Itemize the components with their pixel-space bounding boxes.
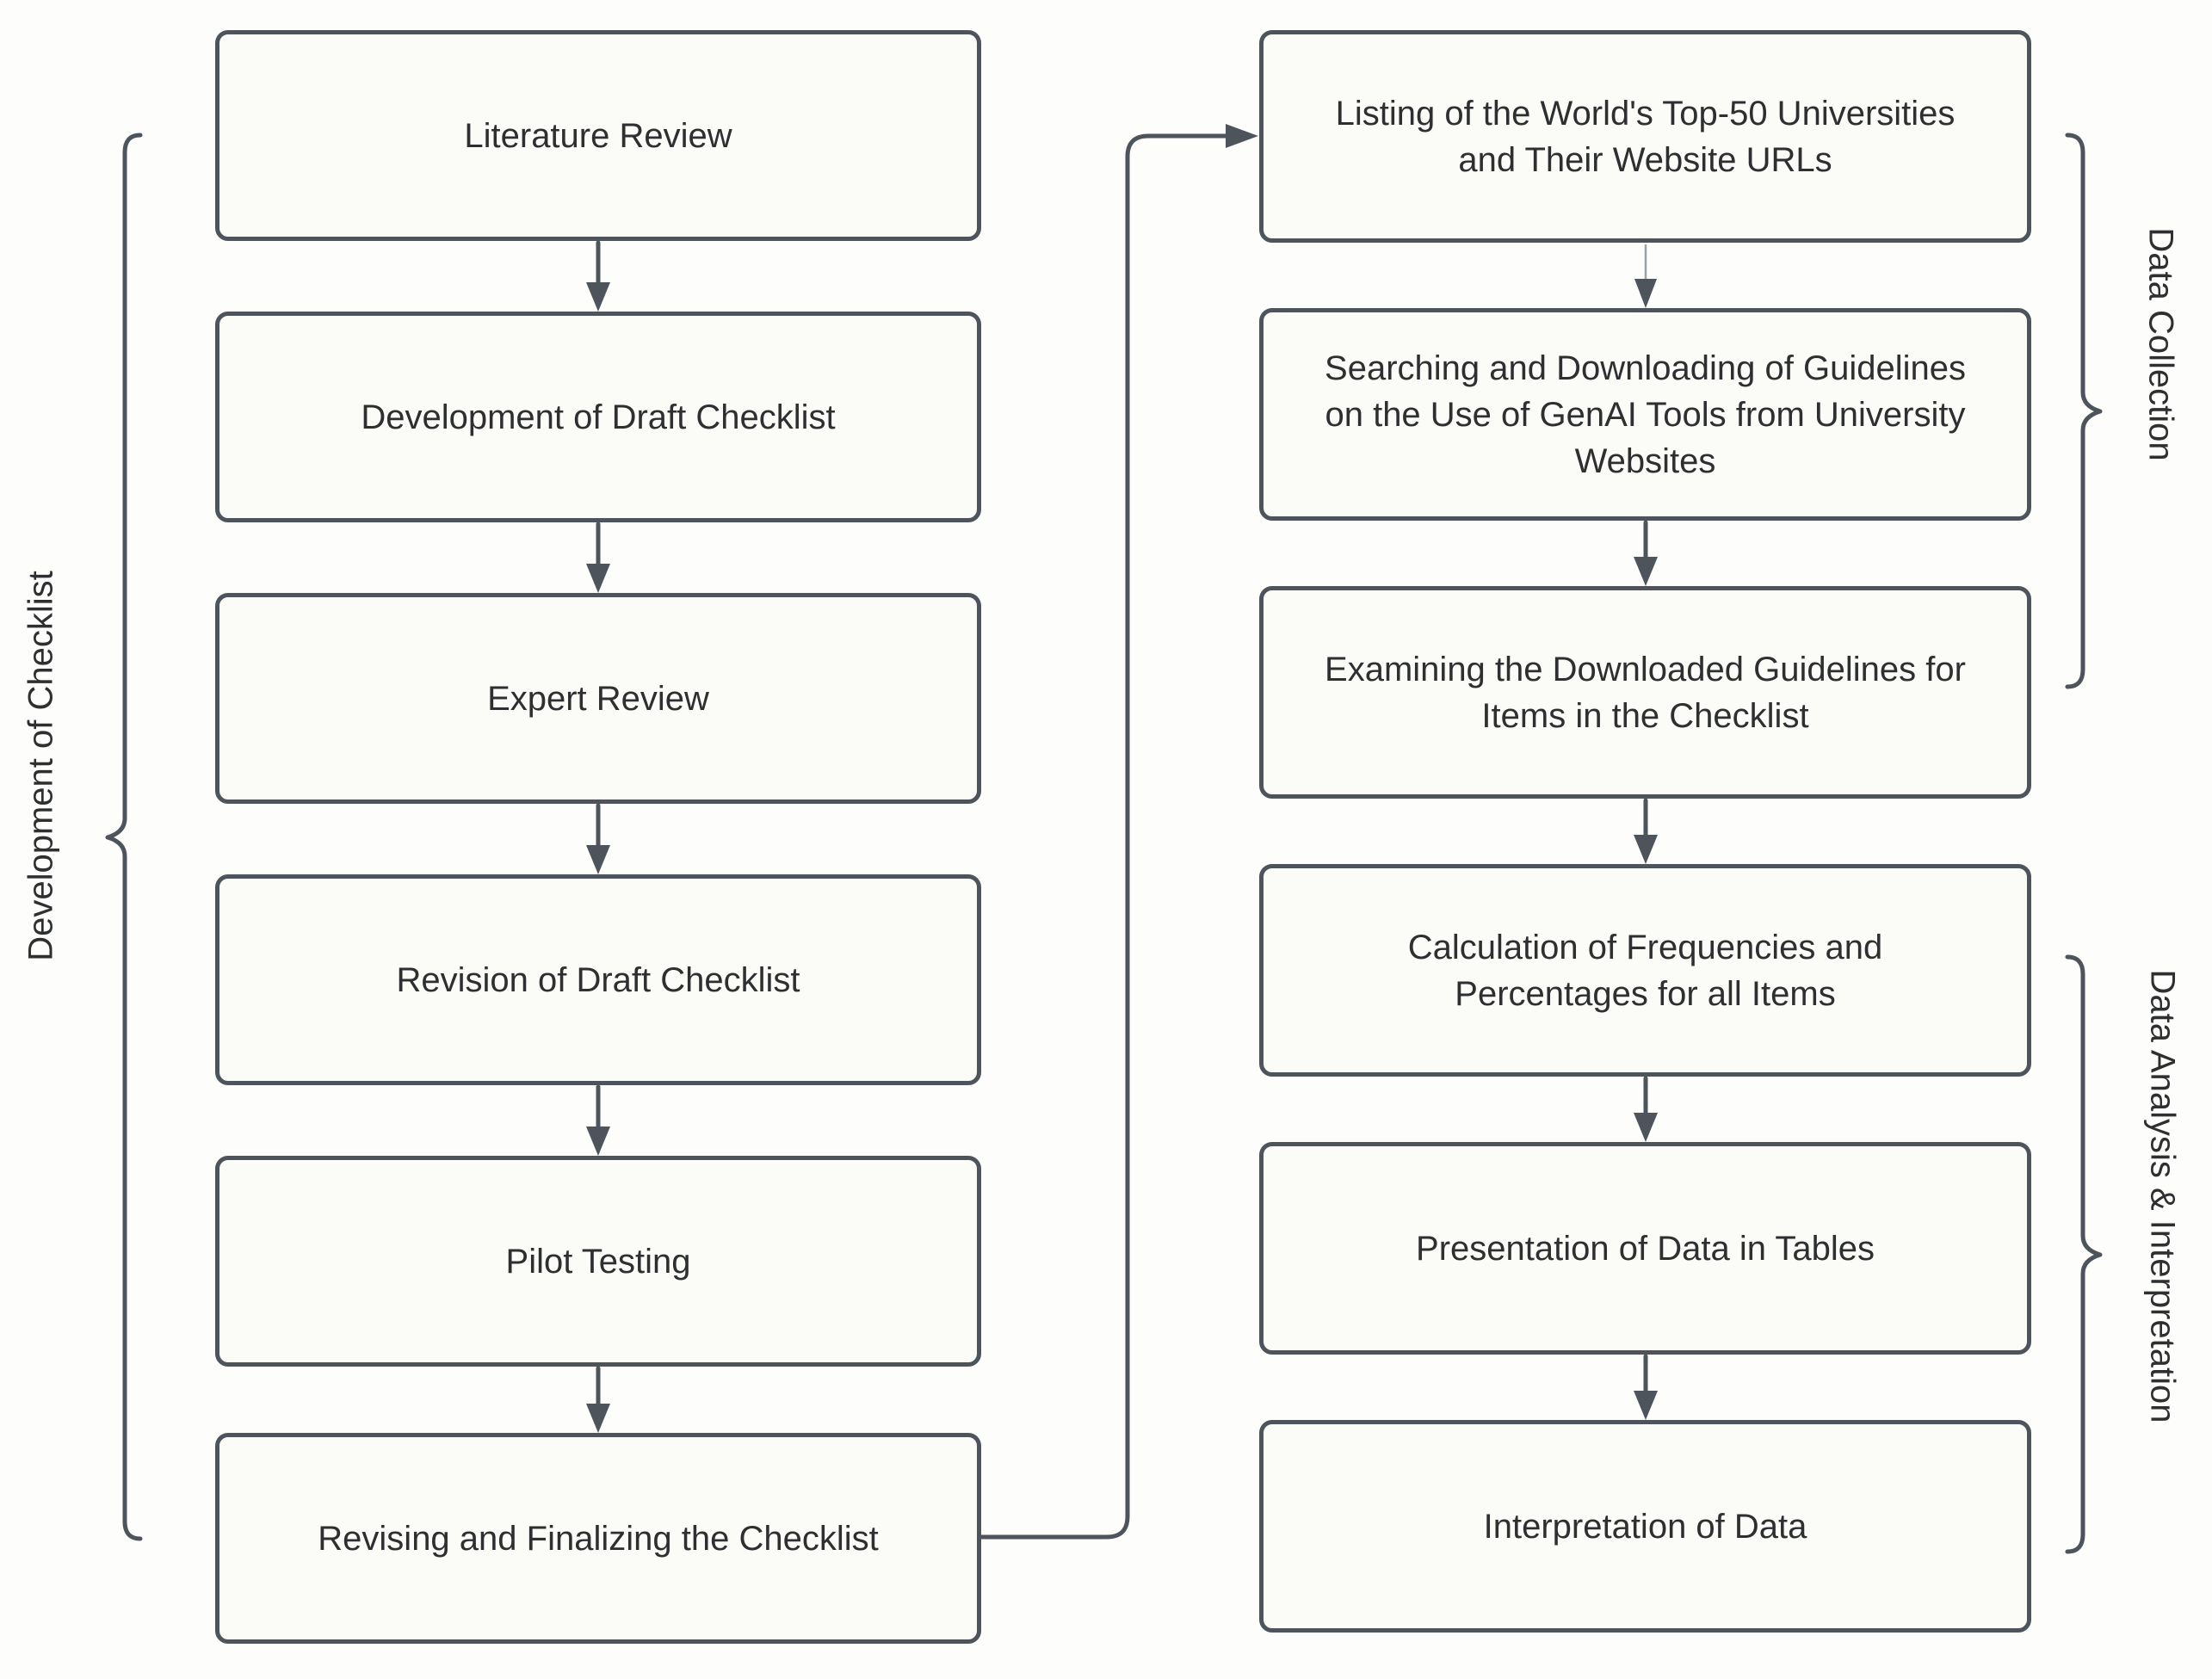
flow-node-listing-top50-universities: Listing of the World's Top-50 Universiti… (1259, 30, 2031, 243)
flow-node-calculation-frequencies: Calculation of Frequencies and Percentag… (1259, 864, 2031, 1077)
flow-node-label: Development of Draft Checklist (361, 398, 836, 436)
arrow-calculation-to-presentation (1634, 1076, 1658, 1142)
brace-data-collection (2065, 133, 2103, 689)
flow-node-label: Revision of Draft Checklist (396, 960, 800, 999)
flow-node-label: Listing of the World's Top-50 Universiti… (1335, 94, 1956, 179)
group-label-data-collection: Data Collection (2141, 227, 2180, 461)
group-label-data-analysis-interpretation: Data Analysis & Interpretation (2143, 969, 2182, 1423)
flow-node-expert-review: Expert Review (215, 593, 981, 804)
arrow-literature-to-draft (586, 240, 610, 312)
flow-node-label: Calculation of Frequencies and Percentag… (1407, 928, 1883, 1013)
flow-node-searching-downloading-guidelines: Searching and Downloading of Guidelines … (1259, 308, 2031, 521)
connector-finalize-to-listing (979, 124, 1258, 1540)
flow-node-literature-review: Literature Review (215, 30, 981, 241)
flow-node-label: Literature Review (464, 116, 732, 155)
arrow-searching-to-examining (1634, 520, 1658, 586)
arrow-revision-to-pilot (586, 1084, 610, 1156)
group-label-development-of-checklist: Development of Checklist (22, 571, 60, 961)
flow-node-examining-guidelines: Examining the Downloaded Guidelines for … (1259, 586, 2031, 799)
brace-data-analysis-interpretation (2065, 954, 2103, 1554)
arrow-draft-to-expert (586, 522, 610, 593)
brace-development-of-checklist (105, 133, 143, 1541)
arrow-expert-to-revision (586, 803, 610, 874)
flow-node-label: Examining the Downloaded Guidelines for … (1325, 650, 1966, 735)
arrow-examining-to-calculation (1634, 798, 1658, 864)
flow-node-revising-finalizing-checklist: Revising and Finalizing the Checklist (215, 1433, 981, 1644)
flow-node-pilot-testing: Pilot Testing (215, 1156, 981, 1367)
flow-node-revision-of-draft-checklist: Revision of Draft Checklist (215, 874, 981, 1085)
flow-node-label: Presentation of Data in Tables (1416, 1229, 1875, 1268)
arrow-presentation-to-interpretation (1634, 1354, 1658, 1420)
flow-node-label: Interpretation of Data (1483, 1507, 1807, 1546)
arrow-pilot-to-finalize (586, 1366, 610, 1433)
flow-node-label: Searching and Downloading of Guidelines … (1325, 349, 1966, 480)
flow-node-presentation-of-data: Presentation of Data in Tables (1259, 1142, 2031, 1355)
arrow-listing-to-searching (1634, 244, 1657, 308)
flow-node-label: Expert Review (487, 679, 709, 718)
flow-node-interpretation-of-data: Interpretation of Data (1259, 1420, 2031, 1633)
flow-node-development-of-draft-checklist: Development of Draft Checklist (215, 312, 981, 522)
flow-node-label: Revising and Finalizing the Checklist (318, 1519, 879, 1558)
flow-node-label: Pilot Testing (505, 1242, 691, 1281)
